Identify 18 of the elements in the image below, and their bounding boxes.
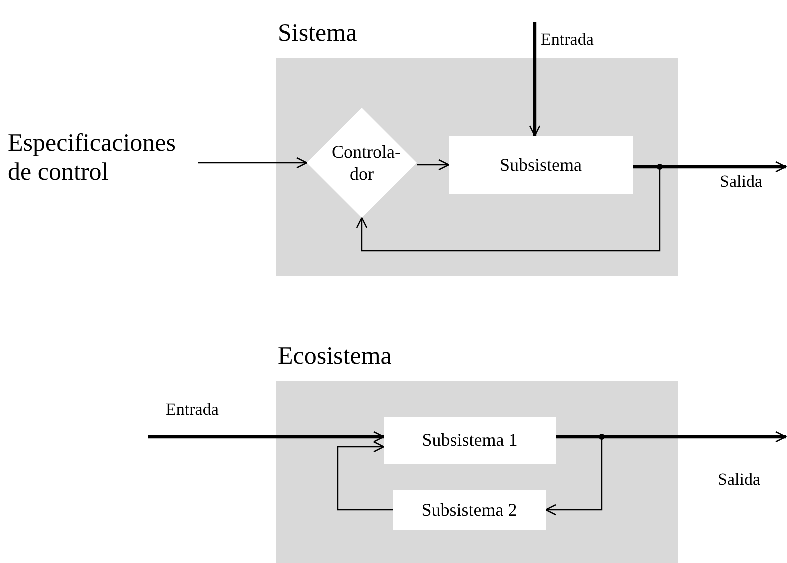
arrow	[633, 161, 787, 173]
arrow	[148, 431, 385, 443]
arrow	[337, 441, 393, 511]
panel-title: Ecosistema	[278, 343, 392, 371]
process-box: Subsistema 2	[393, 490, 546, 530]
process-box: Subsistema	[449, 136, 633, 194]
arrow	[529, 22, 541, 137]
arrow	[198, 157, 308, 169]
edge-label: Entrada	[541, 30, 594, 50]
input-text: Especificaciones de control	[8, 128, 198, 190]
arrow	[417, 159, 450, 171]
decision-diamond: Controla- dor	[307, 108, 417, 218]
edge-label: Salida	[718, 470, 760, 490]
process-box: Subsistema 1	[384, 417, 556, 464]
panel-title: Sistema	[278, 20, 358, 48]
edge-label: Entrada	[166, 400, 219, 420]
arrow	[556, 431, 787, 443]
edge-label: Salida	[720, 172, 762, 192]
